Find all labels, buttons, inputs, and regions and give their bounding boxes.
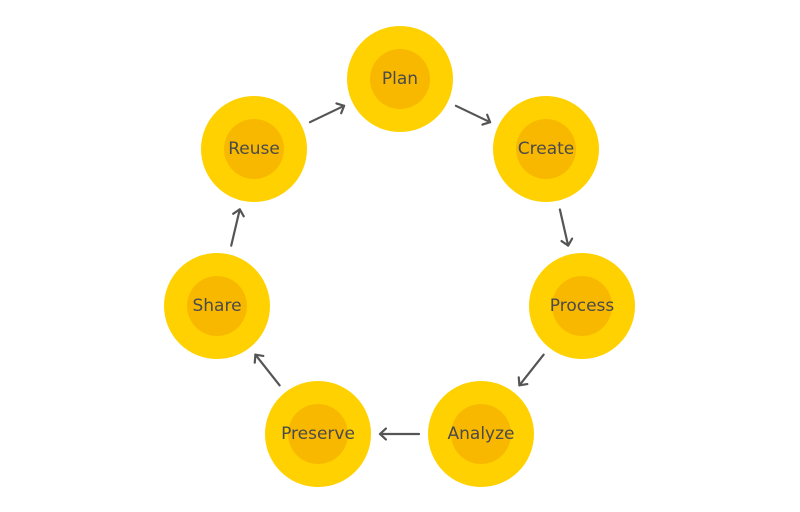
node-plan-core [370, 49, 430, 109]
node-preserve-core [288, 404, 348, 464]
node-reuse-core [224, 119, 284, 179]
node-analyze: Analyze [428, 381, 534, 487]
node-create-label: Create [517, 139, 575, 159]
arrow-process-to-analyze [517, 353, 545, 387]
node-reuse-label: Reuse [228, 139, 280, 159]
node-process-core [552, 276, 612, 336]
node-create-core [516, 119, 576, 179]
arrow-reuse-to-plan [308, 102, 346, 124]
node-plan: Plan [347, 26, 453, 132]
node-process: Process [529, 253, 635, 359]
node-analyze-core [451, 404, 511, 464]
node-analyze-label: Analyze [447, 424, 515, 444]
node-plan-label: Plan [381, 69, 419, 89]
node-share: Share [164, 253, 270, 359]
node-preserve: Preserve [265, 381, 371, 487]
node-preserve-label: Preserve [281, 424, 355, 444]
arrow-analyze-to-preserve [378, 427, 421, 441]
node-process-label: Process [549, 296, 615, 316]
arrow-preserve-to-share [253, 353, 281, 387]
node-reuse: Reuse [201, 96, 307, 202]
arrow-create-to-process [558, 208, 574, 247]
arrow-share-to-reuse [230, 208, 245, 247]
node-share-label: Share [192, 296, 242, 316]
arrow-plan-to-create [454, 104, 492, 126]
node-share-core [187, 276, 247, 336]
node-create: Create [493, 96, 599, 202]
